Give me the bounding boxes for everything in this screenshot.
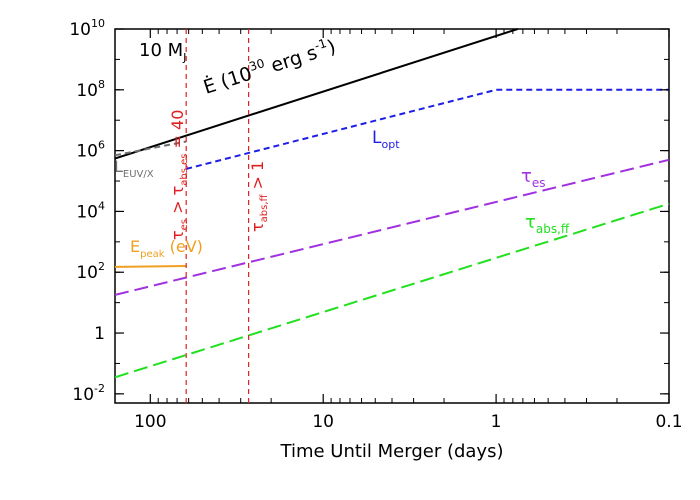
x-tick-label: 1 xyxy=(491,412,502,432)
series-line-epeak xyxy=(114,265,187,268)
y-tick-label: 1010 xyxy=(69,17,105,40)
series-line-tau_es xyxy=(114,158,670,296)
y-tick-label: 104 xyxy=(76,199,105,222)
edot-label: Ė (1030 erg s-1) xyxy=(200,34,338,99)
x-tick-label: 0.1 xyxy=(655,412,682,432)
label-epeak: Epeak (eV) xyxy=(130,237,203,260)
x-tick-label: 10 xyxy=(312,412,334,432)
plot-frame xyxy=(114,28,670,404)
label-leuvx: LEUV/X xyxy=(114,157,154,180)
series-line-tau_ff xyxy=(114,202,670,379)
x-axis-label: Time Until Merger (days) xyxy=(280,441,504,462)
x-tick-label: 100 xyxy=(134,412,166,432)
vline-ff-label-group: τabs,ff > 1 xyxy=(248,161,270,232)
mass-label: 10 MJ xyxy=(139,40,186,64)
y-tick-label: 102 xyxy=(76,260,105,283)
series-line-lopt xyxy=(185,88,669,170)
y-tick-label: 108 xyxy=(76,78,105,101)
series-line-leuvx xyxy=(114,140,187,157)
y-tick-label: 106 xyxy=(76,139,105,162)
label-tau_es: τes xyxy=(521,166,545,190)
label-tau_ff: τabs,ff xyxy=(525,212,570,236)
vline-ff-label: τabs,ff > 1 xyxy=(248,161,270,232)
vline-es-label-group: τes > τabs,es = 40 xyxy=(168,110,190,240)
y-tick-label: 10-2 xyxy=(72,382,105,405)
label-lopt: Lopt xyxy=(372,128,400,151)
edot-label-group: Ė (1030 erg s-1) xyxy=(200,34,338,99)
series-line-edot xyxy=(114,28,519,160)
vline-es-label: τes > τabs,es = 40 xyxy=(168,110,190,240)
y-tick-label: 1 xyxy=(94,324,105,344)
